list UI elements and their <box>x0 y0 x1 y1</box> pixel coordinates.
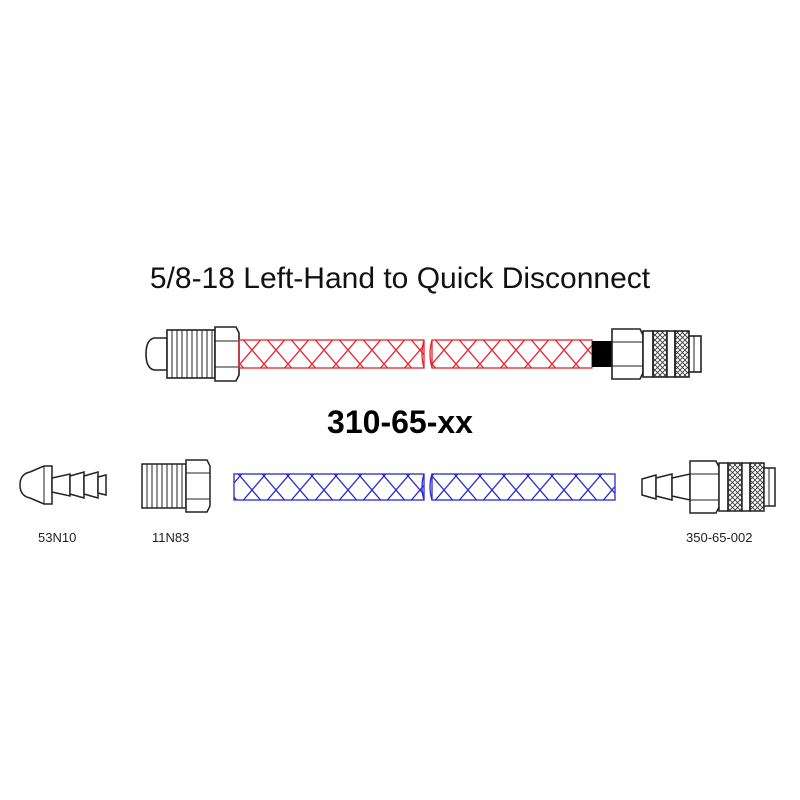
threaded-nut-fitting-icon <box>141 459 211 513</box>
component-label-53n10: 53N10 <box>38 530 77 545</box>
crimp-sleeve <box>592 341 612 367</box>
braided-hose-component <box>233 473 616 501</box>
diagram-title: 5/8-18 Left-Hand to Quick Disconnect <box>149 262 651 295</box>
quick-disconnect-coupler-icon <box>641 460 776 514</box>
part-number: 310-65-xx <box>327 404 473 440</box>
component-label-350-65-002: 350-65-002 <box>686 530 753 545</box>
assembled-hose <box>145 326 702 382</box>
component-label-11n83: 11N83 <box>152 530 190 545</box>
hose-barb-nipple-icon <box>19 465 107 505</box>
left-hand-thread-fitting-icon <box>145 326 240 382</box>
quick-disconnect-fitting-icon <box>611 328 702 380</box>
